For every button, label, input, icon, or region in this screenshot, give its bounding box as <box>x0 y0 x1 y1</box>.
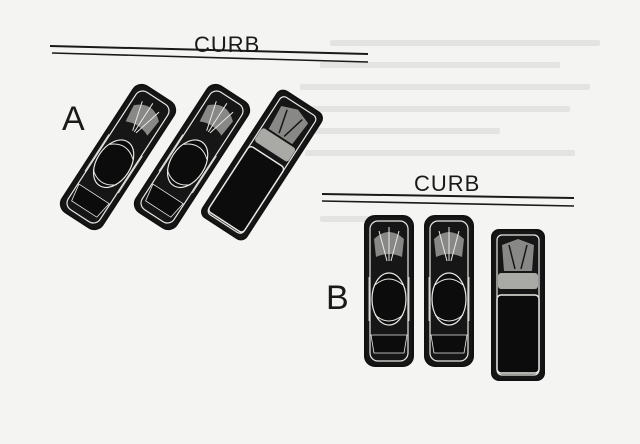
curb-line-b-upper <box>321 193 575 199</box>
curb-line-a-upper <box>49 45 369 55</box>
group-a <box>49 45 369 244</box>
curb-label-b: CURB <box>414 171 481 196</box>
curb-line-a-lower <box>51 52 369 63</box>
car-b-2 <box>424 215 474 367</box>
curb-line-b-lower <box>321 200 575 207</box>
group-letter-a: A <box>62 100 85 138</box>
group-letter-b: B <box>326 279 349 317</box>
car-b-3 <box>491 229 545 381</box>
group-b <box>321 193 575 381</box>
curb-label-a: CURB <box>194 32 261 57</box>
car-b-1 <box>364 215 414 367</box>
